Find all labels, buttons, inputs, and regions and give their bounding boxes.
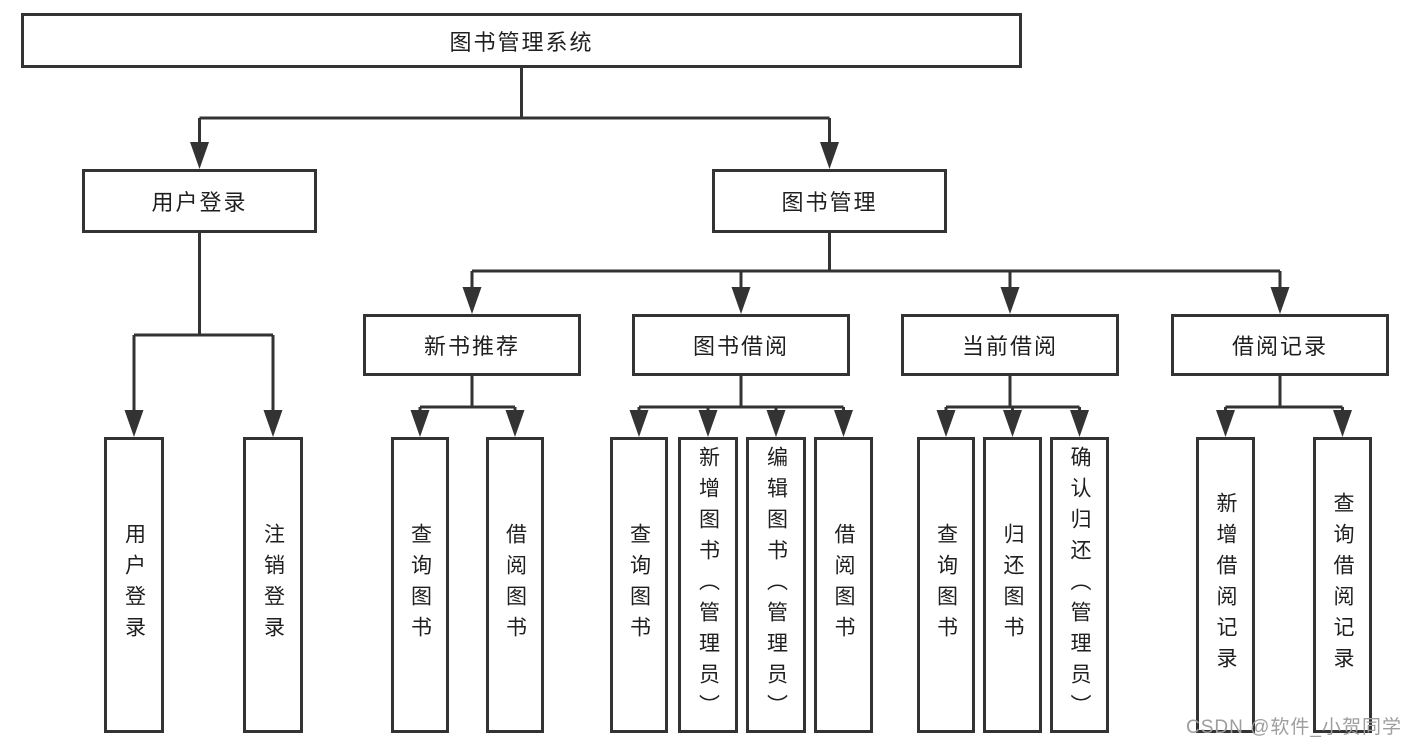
leaf-borrow-book: 借阅图书: [814, 437, 873, 733]
leaf-query-book-borrow: 查询图书: [610, 437, 668, 733]
leaf-logout: 注销登录: [243, 437, 303, 733]
node-book-borrow: 图书借阅: [632, 314, 850, 376]
node-user-login: 用户登录: [82, 169, 317, 233]
node-borrow-record: 借阅记录: [1171, 314, 1389, 376]
leaf-user-login: 用户登录: [104, 437, 164, 733]
leaf-confirm-return-admin: 确认归还（管理员）: [1050, 437, 1109, 733]
leaf-edit-book-admin: 编辑图书（管理员）: [746, 437, 806, 733]
leaf-add-book-admin: 新增图书（管理员）: [678, 437, 738, 733]
leaf-query-borrow-record: 查询借阅记录: [1313, 437, 1372, 733]
csdn-watermark: CSDN @软件_小贺同学: [1186, 717, 1402, 738]
arrowheads: [124, 142, 1352, 437]
leaf-add-borrow-record: 新增借阅记录: [1196, 437, 1255, 733]
node-current-borrow: 当前借阅: [901, 314, 1119, 376]
node-new-book-recommend: 新书推荐: [363, 314, 581, 376]
node-root-system: 图书管理系统: [21, 13, 1022, 68]
leaf-return-book: 归还图书: [983, 437, 1042, 733]
leaf-query-book-recommend: 查询图书: [391, 437, 449, 733]
leaf-borrow-book-recommend: 借阅图书: [486, 437, 544, 733]
leaf-query-book-current: 查询图书: [917, 437, 975, 733]
node-book-management: 图书管理: [712, 169, 947, 233]
